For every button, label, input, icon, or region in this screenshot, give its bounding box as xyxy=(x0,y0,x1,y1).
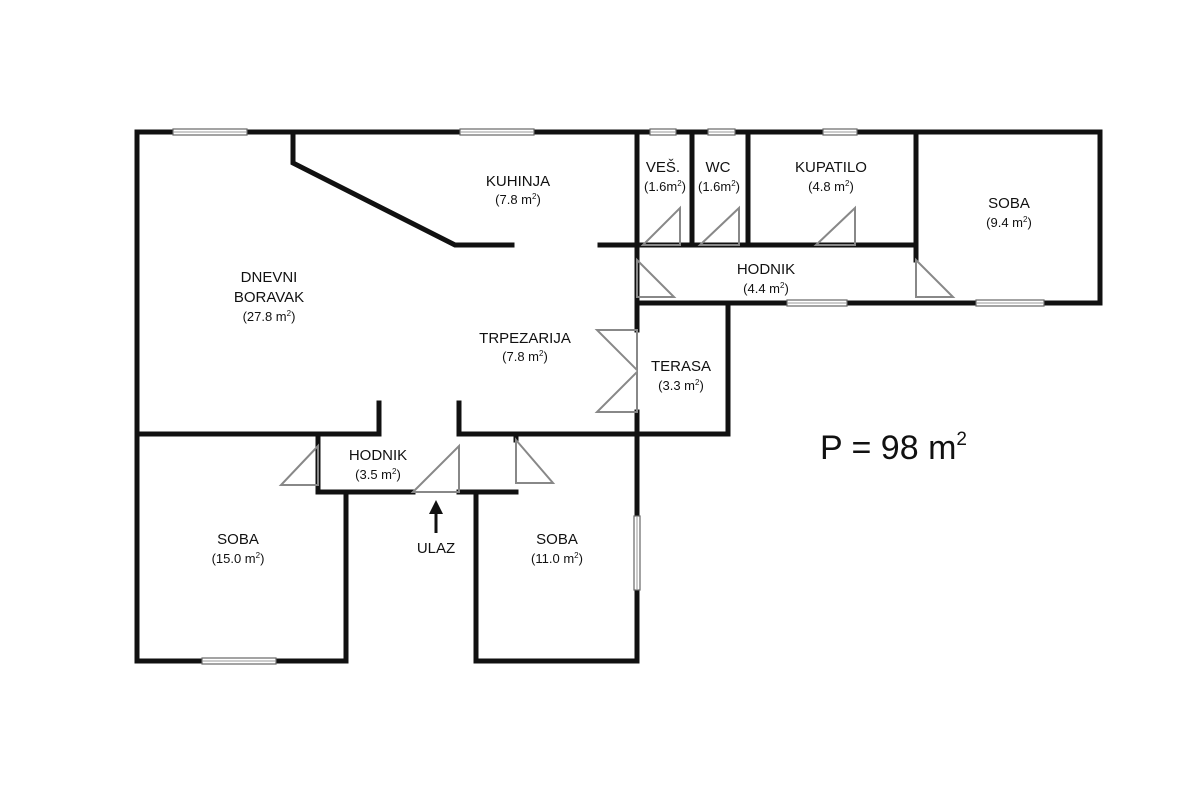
room-area-wc: (1.6m2) xyxy=(698,179,740,194)
windows xyxy=(172,128,1045,665)
room-area-hodnik-south: (3.5 m2) xyxy=(355,467,401,482)
wall-kitchen-diagonal xyxy=(290,132,515,248)
window xyxy=(633,515,641,591)
room-name-soba-east: SOBA xyxy=(988,195,1030,212)
total-area: P = 98 m2 xyxy=(820,429,967,467)
room-name-dnevni-boravak-line1: DNEVNI xyxy=(241,269,298,286)
room-name-soba-southwest: SOBA xyxy=(217,531,259,548)
window xyxy=(172,128,248,136)
room-area-dnevni-boravak: (27.8 m2) xyxy=(243,309,296,324)
wall-soba-south-east xyxy=(473,489,640,664)
window xyxy=(201,657,277,665)
door-ves xyxy=(640,205,681,246)
room-name-kuhinja: KUHINJA xyxy=(486,173,550,190)
wall-terrace xyxy=(634,300,731,437)
room-name-wc: WC xyxy=(706,159,731,176)
door-soba-east xyxy=(915,257,956,298)
room-area-kuhinja: (7.8 m2) xyxy=(495,192,541,207)
window xyxy=(459,128,535,136)
room-name-kupatilo: KUPATILO xyxy=(795,159,867,176)
window xyxy=(822,128,858,136)
window xyxy=(707,128,736,136)
wall-outer-west xyxy=(134,129,349,664)
walls xyxy=(134,129,1103,664)
room-area-kupatilo: (4.8 m2) xyxy=(808,179,854,194)
room-area-soba-south: (11.0 m2) xyxy=(531,551,583,566)
entrance-arrow xyxy=(429,500,443,533)
room-area-trpezarija: (7.8 m2) xyxy=(502,349,548,364)
room-name-hodnik-east: HODNIK xyxy=(737,261,795,278)
room-labels: DNEVNI BORAVAK (27.8 m2) KUHINJA (7.8 m2… xyxy=(212,159,1032,566)
room-name-terasa: TERASA xyxy=(651,358,711,375)
door-soba-south xyxy=(515,437,556,484)
room-area-terasa: (3.3 m2) xyxy=(658,378,704,393)
door-wc xyxy=(697,205,740,246)
room-name-trpezarija: TRPEZARIJA xyxy=(479,330,571,347)
door-entrance xyxy=(410,443,460,493)
door-terrace-lower xyxy=(594,369,638,413)
window xyxy=(786,299,848,307)
door-hallway-west xyxy=(636,257,677,298)
room-name-dnevni-boravak-line2: BORAVAK xyxy=(234,289,304,306)
room-area-hodnik-east: (4.4 m2) xyxy=(743,281,789,296)
door-soba-southwest xyxy=(278,443,319,486)
window xyxy=(975,299,1045,307)
door-kupatilo xyxy=(813,205,856,246)
entrance-label: ULAZ xyxy=(417,540,455,557)
wall-living-south xyxy=(134,400,382,437)
door-terrace-upper xyxy=(594,329,638,373)
doors xyxy=(278,205,956,493)
room-name-soba-south: SOBA xyxy=(536,531,578,548)
room-area-soba-southwest: (15.0 m2) xyxy=(212,551,265,566)
room-name-ves: VEŠ. xyxy=(646,159,680,176)
room-area-soba-east: (9.4 m2) xyxy=(986,215,1032,230)
window xyxy=(649,128,677,136)
wall-dining-south xyxy=(456,400,640,437)
room-name-hodnik-south: HODNIK xyxy=(349,447,407,464)
room-area-ves: (1.6m2) xyxy=(644,179,686,194)
